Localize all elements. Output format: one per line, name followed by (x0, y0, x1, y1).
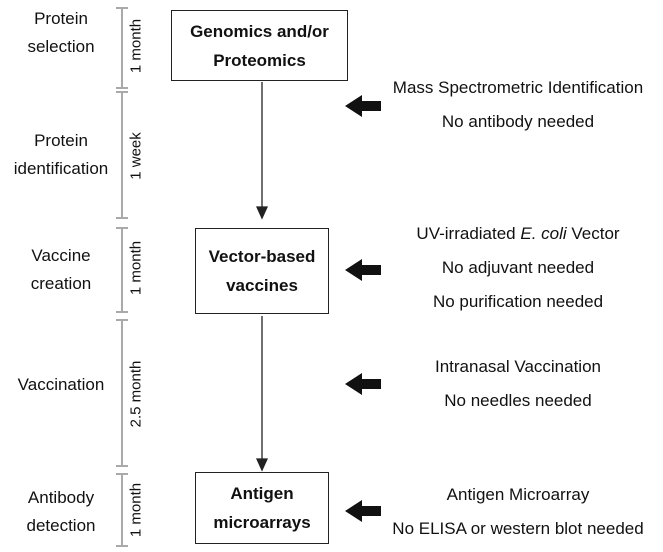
pointer-arrow-2 (345, 259, 381, 281)
box-line: Proteomics (213, 50, 306, 70)
pointer-arrow-1 (345, 95, 381, 117)
stage-line: Protein (34, 131, 88, 150)
stage-line: Protein (34, 9, 88, 28)
stage-line: selection (27, 37, 95, 56)
note-mass-spec: Mass Spectrometric Identification No ant… (380, 71, 656, 139)
note-line: No antibody needed (441, 112, 595, 131)
stage-line: detection (26, 516, 96, 535)
stage-label-antibody-detection: Antibody detection (0, 484, 122, 540)
note-intranasal-vaccination: Intranasal Vaccination No needles needed (380, 350, 656, 418)
duration-label: 1 month (127, 482, 145, 538)
stage-line: creation (30, 274, 92, 293)
note-line: Antigen Microarray (446, 485, 590, 504)
stage-label-protein-selection: Protein selection (0, 5, 122, 61)
stage-line: Vaccine (31, 246, 91, 265)
stage-label-vaccine-creation: Vaccine creation (0, 242, 122, 298)
note-line: UV-irradiated E. coli Vector (416, 224, 620, 243)
box-antigen-microarrays: Antigen microarrays (195, 472, 329, 544)
note-line: Intranasal Vaccination (434, 357, 601, 376)
species-name: E. coli (520, 224, 567, 243)
stage-label-protein-identification: Protein identification (0, 127, 122, 183)
stage-line: Vaccination (17, 375, 105, 394)
box-genomics-proteomics: Genomics and/or Proteomics (171, 10, 348, 81)
box-line: Genomics and/or (190, 21, 329, 41)
box-line: Antigen (230, 484, 294, 503)
box-vector-based-vaccines: Vector-based vaccines (195, 228, 329, 314)
duration-label: 2.5 month (127, 360, 145, 428)
duration-label: 1 month (127, 18, 145, 74)
note-line: No adjuvant needed (441, 258, 595, 277)
box-line: Vector-based (208, 247, 316, 266)
box-line: vaccines (226, 276, 298, 295)
stage-line: Antibody (27, 488, 95, 507)
duration-label: 1 month (127, 240, 145, 296)
note-line: Mass Spectrometric Identification (392, 78, 644, 97)
box-line: microarrays (213, 513, 311, 532)
pointer-arrow-3 (345, 373, 381, 395)
note-line: No purification needed (432, 292, 604, 311)
note-antigen-microarray: Antigen Microarray No ELISA or western b… (380, 478, 656, 546)
note-line: No ELISA or western blot needed (392, 519, 644, 538)
stage-label-vaccination: Vaccination (0, 371, 122, 399)
stage-line: identification (13, 159, 109, 178)
note-uv-irradiated-vector: UV-irradiated E. coli Vector No adjuvant… (380, 217, 656, 319)
duration-label: 1 week (127, 132, 145, 180)
pointer-arrow-4 (345, 500, 381, 522)
note-line: No needles needed (444, 391, 592, 410)
